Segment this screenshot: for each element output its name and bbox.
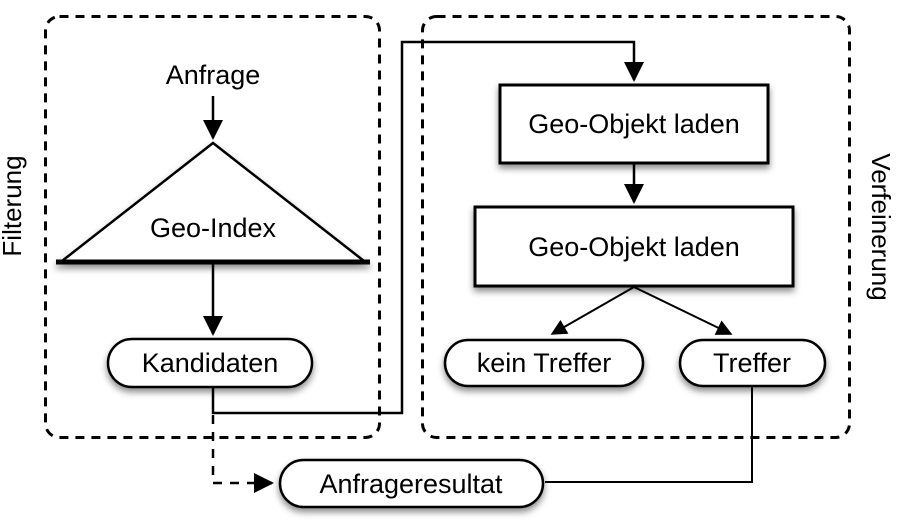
dashed-arrow-kandidaten-to-anfrageresultat	[211, 415, 274, 493]
kandidaten-node	[106, 337, 314, 389]
geo-index-label: Geo-Index	[150, 213, 277, 243]
arrow-kandidaten-to-geoobjekt1	[211, 40, 644, 415]
filterung-group-box	[44, 15, 381, 439]
geo-index-node	[56, 141, 370, 265]
kein-treffer-pill	[443, 338, 645, 388]
kein-treffer-label: kein Treffer	[477, 348, 612, 378]
geo-objekt-laden-2-label: Geo-Objekt laden	[528, 232, 740, 262]
verfeinerung-group-label: Verfeinerung	[866, 153, 896, 300]
anfrageresultat-label: Anfrageresultat	[319, 469, 503, 499]
anfrage-label: Anfrage	[166, 60, 261, 90]
geo-objekt-laden-1-label: Geo-Objekt laden	[528, 109, 740, 139]
kein-treffer-node	[443, 338, 645, 388]
geo-index-triangle	[58, 141, 368, 263]
line-treffer-to-anfrageresultat	[545, 386, 753, 483]
arrow-geoobjekt2-to-keintreffer	[550, 286, 635, 335]
anfrageresultat-node	[278, 458, 545, 509]
geo-objekt-laden-2-box	[473, 205, 795, 288]
geo-objekt-laden-1-box	[498, 83, 770, 165]
filterung-group-label: Filterung	[0, 155, 27, 256]
geo-objekt-laden-2-node	[473, 205, 795, 288]
anfrageresultat-pill	[278, 458, 545, 509]
kandidaten-pill	[106, 337, 314, 389]
kandidaten-label: Kandidaten	[142, 348, 279, 378]
verfeinerung-group-box	[421, 15, 851, 439]
arrow-geoobjekt2-to-treffer	[633, 286, 733, 335]
geo-objekt-laden-1-node	[498, 83, 770, 165]
treffer-label: Treffer	[713, 348, 791, 378]
